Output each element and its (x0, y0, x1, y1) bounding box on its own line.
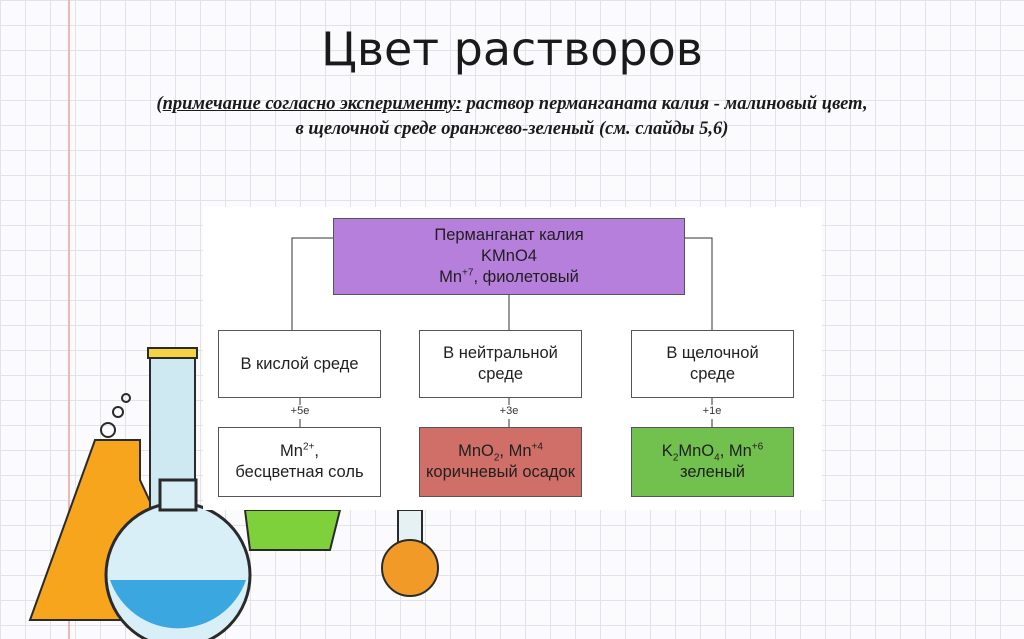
neutral-result-box: MnO2, Mn+4 коричневый осадок (419, 427, 582, 497)
neutral-sub: 2 (493, 452, 500, 464)
root-line-1: Перманганат калия (434, 226, 584, 244)
alkaline-mn: , Mn (719, 442, 752, 460)
electrons-acid: +5e (290, 405, 310, 417)
neutral-result-description: коричневый осадок (426, 463, 575, 481)
slide-title: Цвет растворов (321, 22, 703, 76)
acid-result-description: бесцветная соль (235, 463, 364, 481)
root-mn: Mn (439, 268, 463, 286)
root-line-3: Mn+7, фиолетовый (439, 267, 579, 288)
connector-lines (291, 237, 713, 427)
alkaline-result-description: зеленый (679, 463, 745, 481)
bubble (100, 422, 116, 438)
electrons-alkaline: +1e (702, 405, 722, 417)
acid-result-formula: Mn2+, (280, 441, 319, 462)
acidic-medium-box: В кислой среде (218, 330, 381, 398)
bubble (112, 406, 124, 418)
alkaline-result-formula: K2MnO4, Mn+6 (661, 441, 764, 464)
note-rest: раствор перманганата калия - малиновый ц… (461, 94, 868, 114)
alkaline-medium-label-2: среде (689, 365, 736, 383)
alkaline-medium-box: В щелочной среде (631, 330, 794, 398)
neutral-oxidation-state: +4 (531, 441, 543, 453)
note-line-2: в щелочной среде оранжево-зеленый (см. с… (295, 119, 729, 139)
potassium-permanganate-box: Перманганат калия KMnO4 Mn+7, фиолетовый (333, 218, 685, 295)
bubble (121, 393, 131, 403)
alkaline-medium-label-1: В щелочной (666, 344, 759, 362)
root-line-2: KMnO4 (481, 247, 537, 265)
alkaline-mno: MnO (678, 442, 715, 460)
green-flask (243, 509, 342, 551)
note-line-1: (примечание согласно эксперименту: раств… (0, 92, 1024, 117)
acid-comma: , (314, 442, 319, 460)
note-prefix: ( (156, 94, 163, 114)
neutral-medium-label-1: В нейтральной (443, 344, 558, 362)
neutral-medium-box: В нейтральной среде (419, 330, 582, 398)
acid-result-box: Mn2+, бесцветная соль (218, 427, 381, 497)
neutral-result-formula: MnO2, Mn+4 (458, 441, 543, 464)
acidic-medium-label: В кислой среде (240, 354, 359, 373)
alkaline-sub-2: 4 (714, 452, 720, 464)
diagram-panel: Перманганат калия KMnO4 Mn+7, фиолетовый… (203, 207, 822, 510)
note-underlined: примечание согласно эксперименту: (162, 94, 462, 114)
neutral-mn: , Mn (499, 442, 532, 460)
root-color-label: , фиолетовый (473, 268, 579, 286)
acid-mn: Mn (280, 442, 303, 460)
root-oxidation-state: +7 (462, 267, 474, 279)
electrons-neutral: +3e (499, 405, 519, 417)
small-orange-flask (381, 539, 439, 597)
alkaline-k: K (661, 442, 673, 460)
connector-left (291, 237, 333, 330)
neutral-mno: MnO (458, 442, 494, 460)
slide-note: (примечание согласно эксперименту: раств… (0, 92, 1024, 142)
notebook-margin-line (68, 0, 70, 639)
neutral-medium-label-2: среде (477, 365, 524, 383)
alkaline-oxidation-state: +6 (751, 441, 764, 453)
acid-charge: 2+ (302, 441, 315, 453)
alkaline-sub-1: 2 (672, 452, 679, 464)
alkaline-result-box: K2MnO4, Mn+6 зеленый (631, 427, 794, 497)
connector-right (685, 237, 713, 330)
